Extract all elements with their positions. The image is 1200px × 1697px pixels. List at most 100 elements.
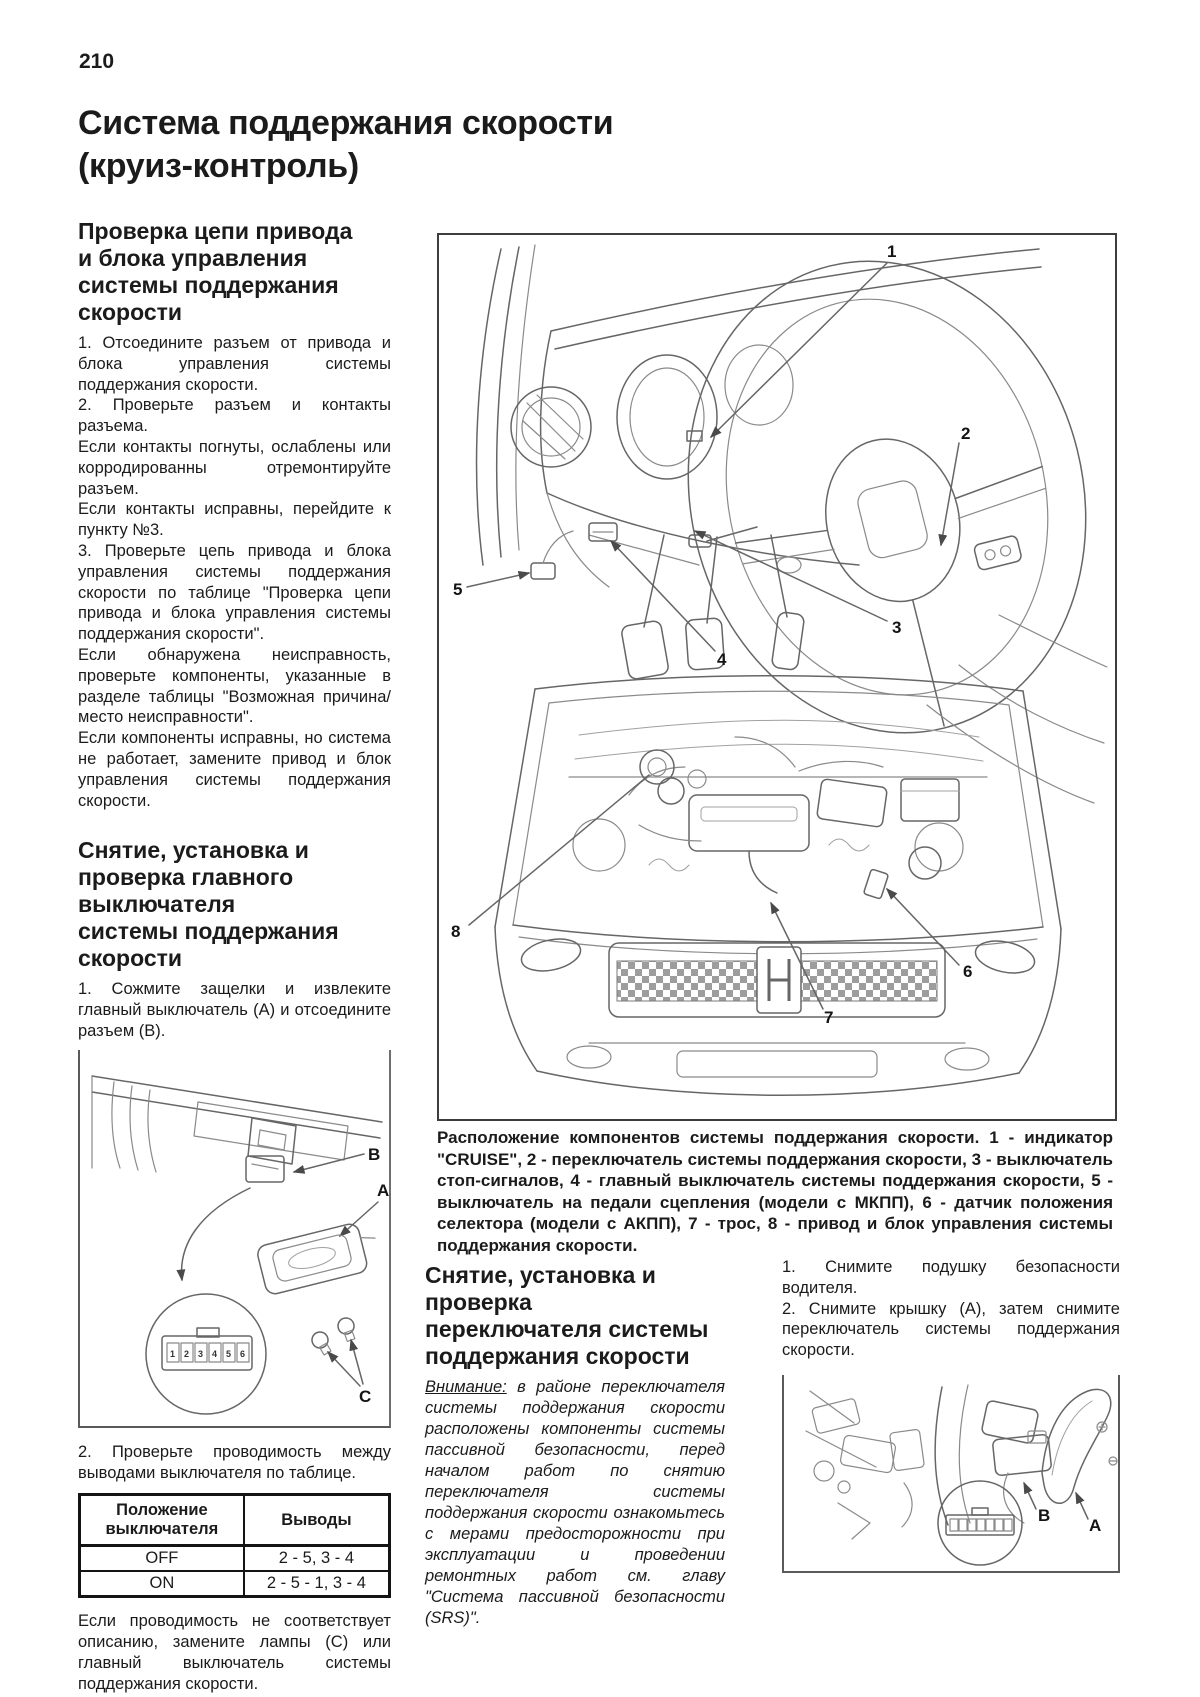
section1-paragraph: 1. Отсоедините разъем от привода и блока… [78, 334, 391, 394]
screw-icon [1096, 1421, 1118, 1466]
pins-cell: 2 - 5 - 1, 3 - 4 [242, 1570, 391, 1598]
main-switch-removal-drawing: B A C [91, 1074, 389, 1415]
leader-4 [609, 539, 716, 652]
steering-wheel [687, 260, 1087, 734]
leader-cover-a [1075, 1491, 1089, 1520]
section2-step1: 1. Сожмите защелки и извлеките главный в… [78, 980, 391, 1040]
leader-7 [770, 901, 824, 1010]
section1-paragraph: 2. Проверьте разъем и контакты разъема. [78, 396, 391, 436]
callout-4: 4 [717, 650, 727, 669]
leader-switch-a [338, 1200, 379, 1237]
removal-arrow [176, 1186, 251, 1282]
figure-column-switch: B A [782, 1374, 1120, 1573]
air-vent [510, 386, 592, 468]
selector-position-sensor [863, 868, 889, 900]
leader-bulb-2 [349, 1338, 364, 1385]
seat-console-lines [926, 614, 1108, 804]
left-column: Проверка цепи привода и блока управления… [78, 218, 391, 1694]
section1-heading: Проверка цепи привода и блока управления… [78, 218, 353, 325]
hood-open [494, 674, 1062, 930]
leader-6 [885, 887, 960, 966]
section3-step1: 1. Снимите подушку безопасности водителя… [782, 1258, 1120, 1297]
dashboard-drawing: 1 2 3 4 5 [453, 242, 1108, 804]
cruise-actuator [639, 749, 675, 785]
section2-step2: 2. Проверьте проводимость между выводами… [78, 1442, 391, 1482]
front-fascia [494, 924, 1062, 1096]
bulb-icon [311, 1316, 356, 1356]
page-title: Система поддержания скорости (круиз-конт… [78, 104, 614, 185]
switch-bracket [245, 1116, 297, 1183]
page-number: 210 [79, 50, 115, 73]
label-switch-a: A [377, 1181, 389, 1200]
switch-position-cell: OFF [78, 1544, 245, 1573]
leader-connector-b [292, 1152, 365, 1174]
main-cruise-switch [588, 522, 618, 542]
callout-7: 7 [824, 1008, 833, 1027]
table-row: OFF 2 - 5, 3 - 4 [78, 1544, 391, 1573]
leader-bulb-1 [326, 1350, 361, 1387]
callout-1: 1 [887, 242, 896, 261]
pin-number: 2 [184, 1349, 189, 1359]
section1-paragraph: Если компоненты исправны, но система не … [78, 729, 391, 810]
callout-8: 8 [451, 922, 460, 941]
table-header-row: Положение выключателя Выводы [78, 1493, 391, 1548]
pin-number: 1 [170, 1349, 175, 1359]
pin-number: 4 [212, 1349, 217, 1359]
table-row: ON 2 - 5 - 1, 3 - 4 [78, 1570, 391, 1598]
pedals [621, 534, 805, 680]
table-header-position: Положение выключателя [78, 1493, 245, 1548]
continuity-table: Положение выключателя Выводы OFF 2 - 5, … [78, 1493, 391, 1599]
callout-5: 5 [453, 580, 462, 599]
label-connector-b: B [368, 1145, 380, 1164]
leader-8 [468, 774, 650, 926]
cruise-switch-pod [973, 535, 1022, 571]
pin-number: 6 [240, 1349, 245, 1359]
pins-cell: 2 - 5, 3 - 4 [242, 1544, 391, 1573]
section3-step2: 2. Снимите крышку (А), затем снимите пер… [782, 1299, 1120, 1360]
figure-main-switch-removal: B A C [78, 1049, 391, 1428]
bottom-right-column: 1. Снимите подушку безопасности водителя… [782, 1257, 1120, 1573]
leader-2 [938, 442, 960, 547]
dashboard-undertray [91, 1074, 383, 1173]
bottom-middle-column: Снятие, установка и проверка переключате… [425, 1262, 725, 1629]
leader-switch-b [1023, 1481, 1037, 1510]
section2-note: Если проводимость не соответствует описа… [78, 1612, 391, 1693]
column-internals [805, 1384, 971, 1540]
component-location-drawing: 1 2 3 4 5 [451, 242, 1108, 1096]
leader-5 [466, 570, 531, 588]
grille [608, 942, 946, 1018]
section3-heading: Снятие, установка и проверка переключате… [425, 1262, 709, 1369]
switch-cover [1041, 1388, 1118, 1504]
connector-detail-circle: 1 2 3 4 5 6 [145, 1292, 267, 1415]
callout-3: 3 [892, 618, 901, 637]
pin-number: 3 [198, 1349, 203, 1359]
engine-block [572, 736, 964, 900]
leader-1 [709, 262, 888, 439]
section1-paragraph: Если контакты погнуты, ослаблены или кор… [78, 437, 391, 498]
label-switch-b: B [1038, 1506, 1050, 1525]
warning-paragraph: Внимание: в районе переключателя системы… [425, 1377, 725, 1629]
section1-paragraph: 3. Проверьте цепь привода и блока управл… [78, 541, 391, 644]
leader-3 [693, 530, 888, 622]
pin-number: 5 [226, 1349, 231, 1359]
instrument-cluster [616, 354, 718, 480]
warning-body: в районе переключателя системы поддержан… [425, 1378, 725, 1627]
switch-position-cell: ON [78, 1570, 245, 1598]
main-switch-body [257, 1223, 376, 1295]
section1-paragraph: Если контакты исправны, перейдите к пунк… [78, 500, 391, 540]
figure-component-location: 1 2 3 4 5 [437, 233, 1117, 1121]
callout-6: 6 [963, 962, 972, 981]
label-cover-a: A [1089, 1516, 1101, 1535]
connector-detail-circle [937, 1480, 1023, 1566]
section1-paragraph: Если обнаружена неисправность, проверьте… [78, 645, 391, 727]
warning-label: Внимание: [425, 1378, 507, 1396]
column-switch-drawing: B A [805, 1384, 1118, 1566]
figure-caption: Расположение компонентов системы поддерж… [437, 1128, 1113, 1255]
cruise-control-switch [981, 1400, 1052, 1524]
callout-2: 2 [961, 424, 970, 443]
dash-panel [539, 248, 1042, 588]
a-pillar [475, 244, 536, 566]
table-header-pins: Выводы [242, 1493, 391, 1548]
engine-bay-drawing: 8 7 6 [451, 674, 1062, 1096]
